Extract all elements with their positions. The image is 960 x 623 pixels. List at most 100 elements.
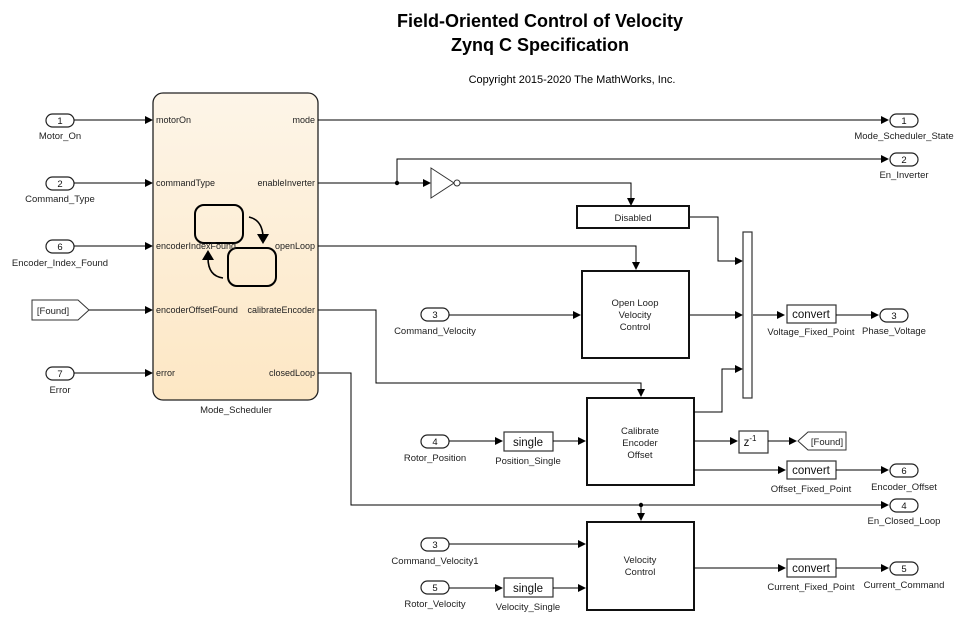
block-label: convert xyxy=(792,563,831,575)
inport-command-type[interactable]: 2 Command_Type xyxy=(25,176,95,205)
outport-number: 4 xyxy=(901,501,906,512)
outport-encoder-offset[interactable]: 6 Encoder_Offset xyxy=(871,463,937,493)
outport-current-command[interactable]: 5 Current_Command xyxy=(864,561,945,591)
chart-input-encoderoffsetfound: encoderOffsetFound xyxy=(156,305,238,315)
mode-scheduler-block[interactable]: motorOn commandType encoderIndexFound en… xyxy=(152,92,319,401)
disabled-block[interactable]: Disabled xyxy=(576,205,690,229)
chart-output-mode: mode xyxy=(292,115,315,125)
inport-number: 7 xyxy=(57,369,62,380)
voltage-fixed-point-label: Voltage_Fixed_Point xyxy=(767,327,855,338)
inport-number: 4 xyxy=(432,437,437,448)
outport-number: 1 xyxy=(901,116,906,127)
block-label: Disabled xyxy=(615,213,652,224)
signal-line xyxy=(318,245,640,270)
outport-en-inverter[interactable]: 2 En_Inverter xyxy=(879,152,929,181)
outport-label: En_Closed_Loop xyxy=(868,516,941,527)
inport-number: 1 xyxy=(57,116,62,127)
velocity-single-label: Velocity_Single xyxy=(496,602,560,613)
block-label: Calibrate xyxy=(621,426,659,437)
chart-input-motoron: motorOn xyxy=(156,115,191,125)
outport-label: Mode_Scheduler_State xyxy=(854,131,953,142)
current-fixed-point-block[interactable]: convert xyxy=(786,558,837,578)
block-label: Control xyxy=(625,567,656,578)
outport-mode-scheduler-state[interactable]: 1 Mode_Scheduler_State xyxy=(854,113,954,142)
velocity-control-block[interactable]: Velocity Control xyxy=(586,521,695,611)
chart-output-enableinverter: enableInverter xyxy=(257,178,315,188)
chart-input-error: error xyxy=(156,368,175,378)
inport-label: Command_Velocity1 xyxy=(391,556,478,567)
outport-label: Encoder_Offset xyxy=(871,482,937,493)
mode-scheduler-label: Mode_Scheduler xyxy=(200,405,272,416)
inport-label: Motor_On xyxy=(39,131,81,142)
signal-line xyxy=(690,216,743,265)
stateflow-chart-icon xyxy=(194,204,277,287)
inport-rotor-velocity[interactable]: 5 Rotor_Velocity xyxy=(404,580,466,610)
outport-number: 2 xyxy=(901,155,906,166)
goto-tag: [Found] xyxy=(811,437,843,448)
offset-fixed-point-block[interactable]: convert xyxy=(786,460,837,480)
block-label: Encoder xyxy=(622,438,657,449)
inport-number: 6 xyxy=(57,242,62,253)
diagram-title-line1: Field-Oriented Control of Velocity xyxy=(397,11,683,31)
outport-label: En_Inverter xyxy=(879,170,928,181)
current-fixed-point-label: Current_Fixed_Point xyxy=(767,582,854,593)
block-label: Velocity xyxy=(619,310,652,321)
voltage-fixed-point-block[interactable]: convert xyxy=(786,304,837,324)
outport-phase-voltage[interactable]: 3 Phase_Voltage xyxy=(862,308,926,337)
inport-number: 3 xyxy=(432,310,437,321)
outport-label: Phase_Voltage xyxy=(862,326,926,337)
position-single-label: Position_Single xyxy=(495,456,561,467)
signal-line xyxy=(694,365,743,413)
goto-block-found[interactable]: [Found] xyxy=(797,431,847,451)
inport-label: Command_Velocity xyxy=(394,326,476,337)
outport-en-closed-loop[interactable]: 4 En_Closed_Loop xyxy=(868,498,941,527)
inport-rotor-position[interactable]: 4 Rotor_Position xyxy=(404,434,466,464)
position-single-block[interactable]: single xyxy=(503,431,554,452)
block-label: Control xyxy=(620,322,651,333)
inport-command-velocity1[interactable]: 3 Command_Velocity1 xyxy=(391,537,479,567)
block-label: convert xyxy=(792,309,831,321)
copyright-text: Copyright 2015-2020 The MathWorks, Inc. xyxy=(469,74,676,86)
chart-output-openloop: openLoop xyxy=(275,241,315,251)
outport-number: 3 xyxy=(891,311,896,322)
chart-input-encoderindexfound: encoderIndexFound xyxy=(156,241,236,251)
velocity-single-block[interactable]: single xyxy=(503,577,554,598)
block-label: single xyxy=(513,583,543,595)
diagram-title-line2: Zynq C Specification xyxy=(451,35,629,55)
open-loop-velocity-control-block[interactable]: Open Loop Velocity Control xyxy=(581,270,690,359)
block-label: Velocity xyxy=(624,555,657,566)
inport-encoder-index-found[interactable]: 6 Encoder_Index_Found xyxy=(12,239,108,269)
inport-label: Command_Type xyxy=(25,194,95,205)
calibrate-encoder-offset-block[interactable]: Calibrate Encoder Offset xyxy=(586,397,695,486)
inport-label: Encoder_Index_Found xyxy=(12,258,108,269)
inport-label: Rotor_Velocity xyxy=(404,599,466,610)
outport-number: 6 xyxy=(901,466,906,477)
outport-label: Current_Command xyxy=(864,580,945,591)
block-label: Open Loop xyxy=(611,298,658,309)
offset-fixed-point-label: Offset_Fixed_Point xyxy=(771,484,852,495)
block-label: Offset xyxy=(627,450,653,461)
logical-not-block[interactable] xyxy=(430,167,461,199)
unit-delay-block[interactable]: z-1 xyxy=(738,430,769,454)
inport-label: Rotor_Position xyxy=(404,453,466,464)
signal-line xyxy=(460,182,635,206)
from-block-found[interactable]: [Found] xyxy=(31,299,90,321)
inport-command-velocity[interactable]: 3 Command_Velocity xyxy=(394,307,476,337)
chart-output-closedloop: closedLoop xyxy=(269,368,315,378)
block-label: z-1 xyxy=(744,434,757,449)
chart-input-commandtype: commandType xyxy=(156,178,215,188)
signal-line xyxy=(396,155,889,183)
mux-block[interactable] xyxy=(742,231,753,399)
inport-motor-on[interactable]: 1 Motor_On xyxy=(39,113,81,142)
outport-number: 5 xyxy=(901,564,906,575)
inport-error[interactable]: 7 Error xyxy=(45,366,75,396)
chart-output-calibrateencoder: calibrateEncoder xyxy=(247,305,315,315)
inport-number: 2 xyxy=(57,179,62,190)
block-label: single xyxy=(513,437,543,449)
inport-number: 5 xyxy=(432,583,437,594)
inport-number: 3 xyxy=(432,540,437,551)
inport-label: Error xyxy=(49,385,70,396)
signal-line xyxy=(318,372,889,509)
signal-line xyxy=(318,309,645,397)
